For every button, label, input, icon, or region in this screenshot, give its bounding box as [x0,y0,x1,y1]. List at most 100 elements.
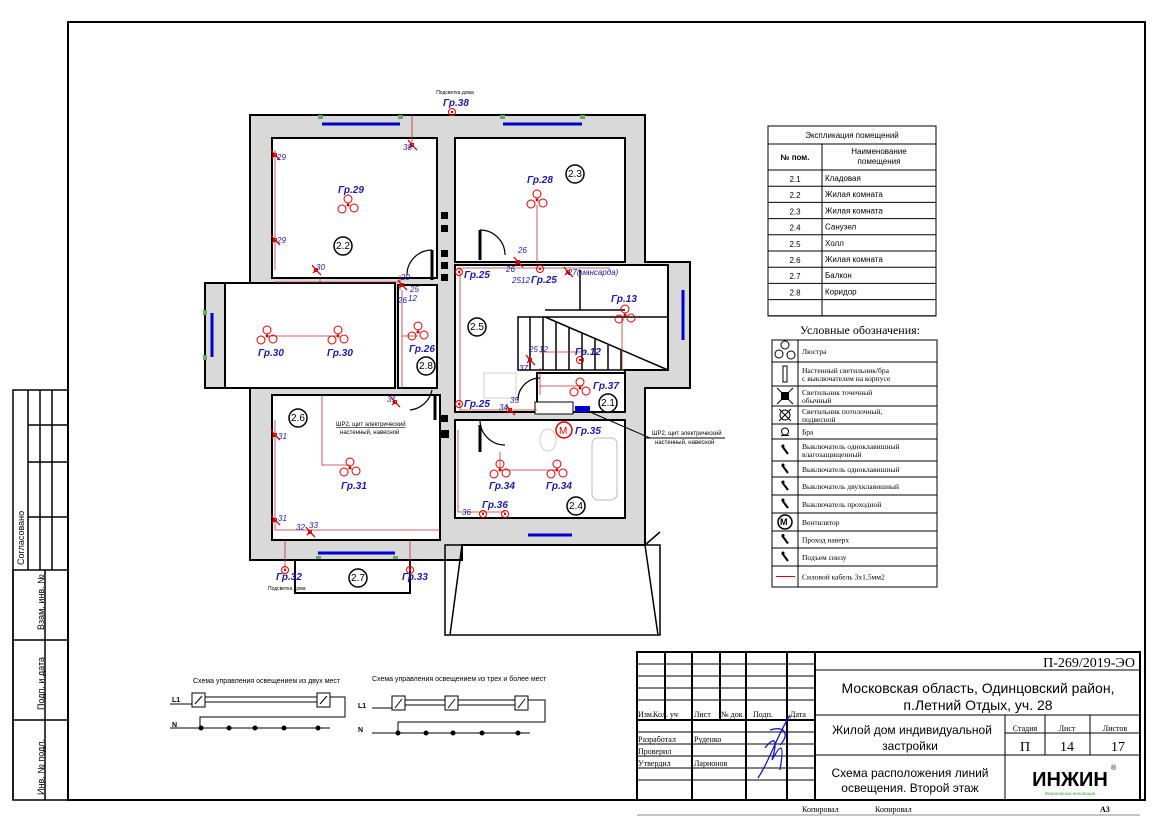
plan-label: 32 [296,523,305,532]
room-number: 2.8 [789,288,801,297]
plan-label: Гр.25 [531,275,557,286]
stamp-podp: Подп. и дата [36,657,46,710]
legend-label: Проход наверх [802,536,849,545]
scheme-two-places: Схема управления освещением из двух мест… [170,678,346,731]
plan-label: 26 [397,296,407,305]
plan-label: 29 [276,236,286,245]
col-label: Дата [790,710,806,719]
plan-label: Гр.36 [482,500,508,511]
sheet-value: 14 [1060,740,1074,755]
room-number: 2.7 [789,272,801,281]
panel-note: настенный, навесной [340,429,399,436]
plan-label: 37 [519,364,528,373]
plan-label: Гр.38 [443,98,469,109]
sconce-icon [781,427,789,436]
room-2-7: 2.7 [351,573,365,584]
plan-label: Гр.30 [258,348,284,359]
legend-label: Выключатель одноклавишный [802,465,900,474]
col-label: Лист [694,710,711,719]
stage-header: Стадия [1013,724,1038,733]
address: п.Летний Отдых, уч. 28 [903,697,1052,713]
stage-value: П [1020,740,1030,755]
svg-text:M: M [780,517,788,527]
plan-label: Гр.12 [575,347,601,358]
plan-label: Гр.34 [489,481,515,492]
plan-label: 12 [521,276,530,285]
sheets-value: 17 [1111,740,1125,755]
panel-note: настенный, навесной [655,439,714,446]
n-label: N [358,727,363,734]
svg-text:M: M [559,426,567,437]
room-2-5: 2.5 [470,322,484,333]
n-label: N [172,722,177,729]
chandelier-icon [774,340,796,360]
legend-label: Светильник потолочный, [802,407,882,416]
legend-label: Подъем снизу [802,553,847,562]
plan-label: Гр.25 [464,399,490,410]
registered-mark: ® [1111,764,1117,772]
room-2-4: 2.4 [569,501,583,512]
room-name: Санузел [825,223,856,232]
plan-label: 29 [400,273,410,282]
switch-single-icon [781,463,789,474]
plan-label: Гр.35 [575,426,601,437]
col-label: № док [721,710,743,719]
plan-label: Подсветка дома [268,586,306,592]
plan-label: Гр.26 [409,344,435,355]
plan-label: Гр.25 [464,270,490,281]
person: Руденко [694,735,721,744]
doc-code: П-269/2019-ЭО [1043,656,1135,671]
plan-label: 27(мансарда) [567,268,619,277]
legend-label: Вентилятор [802,518,840,527]
plan-label: Подсветка дома [436,90,474,96]
signature [757,714,791,779]
object-name: Жилой дом индивидуальной [832,723,992,737]
legend-label: Бра [802,428,814,437]
sheet-header: Лист [1059,724,1076,733]
plan-label: 12 [539,345,548,354]
scheme-three-places: Схема управления освещением из трех и бо… [358,675,547,736]
plan-label: 30 [316,263,325,272]
object-name: застройки [882,739,938,753]
copied-label: Копировал [802,805,839,814]
room-number: 2.5 [789,240,801,249]
plan-label: 31 [278,432,287,441]
room-name: Кладовая [825,174,861,183]
room-name: Жилая комната [825,190,883,199]
address: Московская область, Одинцовский район, [842,680,1115,696]
legend-label: подвесной [802,415,835,424]
legend-label: Выключатель двухклавишный [802,482,899,491]
room-number: 2.4 [789,224,801,233]
plan-label: Гр.30 [327,348,353,359]
plan-label: Гр.13 [611,294,637,305]
plan-label: 31 [387,395,396,404]
plan-label: Гр.29 [338,185,364,196]
plan-label: Гр.32 [276,572,302,583]
spotlight-icon [776,387,794,405]
logo-subtext: Инженерные инновации [1045,791,1096,796]
col-label: Кол. уч [653,710,678,719]
switch-double-icon [781,480,789,491]
plan-label: 31 [278,514,287,523]
room-number: 2.3 [789,207,801,216]
panel-note: ШР2, щит электрический [652,430,722,437]
legend-title: Условные обозначения: [800,323,920,337]
pass-up-icon [781,534,789,545]
person: Ларионов [694,759,728,768]
fan-icon: M [555,421,573,439]
side-stamp [12,389,69,801]
plan-labels: Подсветка дома Гр.38 38 29 29 Гр.29 30 Г… [258,90,722,592]
switch-pass-icon [781,498,789,509]
legend-label: Силовой кабель 3х1,5мм2 [802,573,885,582]
plan-label: 25 [511,276,521,285]
room-2-6: 2.6 [291,413,305,424]
wall-lamp-icon [782,365,788,383]
legend-label: Настенный светильник/бра [802,366,890,375]
legend-label: Светильник точечный [802,388,872,397]
room-2-2: 2.2 [336,241,350,252]
floor-plan: M 2.1 2.2 2.3 2.4 2.5 2.6 2.7 2.8 Подсве… [203,90,725,636]
room-number: 2.6 [789,256,801,265]
plan-label: 26 [517,246,527,255]
plan-label: Гр.37 [593,381,619,392]
plan-label: 36 [462,508,471,517]
